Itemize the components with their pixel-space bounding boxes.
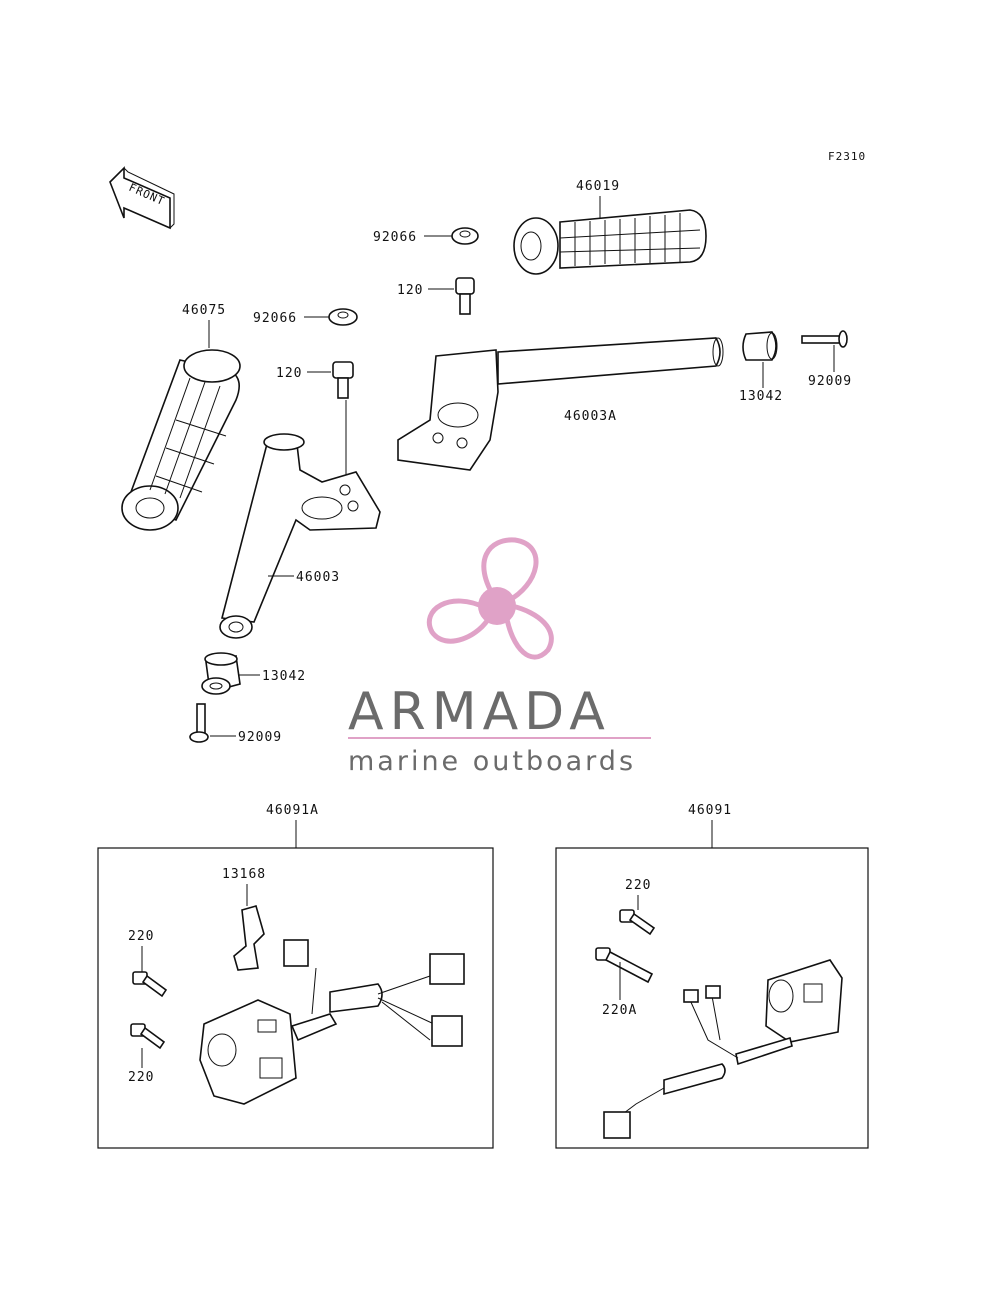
screw-220-left-top <box>132 971 168 998</box>
bolt-lower <box>332 361 354 399</box>
label-92009-right: 92009 <box>808 374 852 389</box>
screw-220-left-bottom <box>130 1023 166 1050</box>
label-13042-left: 13042 <box>262 669 306 684</box>
holder-13168 <box>233 905 265 971</box>
screw-220-right-top <box>619 909 656 936</box>
label-92009-left: 92009 <box>238 730 282 745</box>
weight-left <box>201 652 241 695</box>
figure-code: F2310 <box>828 150 866 163</box>
grip-left <box>121 349 241 531</box>
washer-upper <box>451 227 479 245</box>
label-46003: 46003 <box>296 570 340 585</box>
label-46003A: 46003A <box>564 409 617 424</box>
label-92066-lower: 92066 <box>253 311 297 326</box>
label-220A: 220A <box>602 1003 637 1018</box>
left-switch-box <box>97 847 494 1149</box>
label-46075: 46075 <box>182 303 226 318</box>
weight-right <box>742 331 778 361</box>
right-switch-box <box>555 847 869 1149</box>
grip-right <box>513 209 707 275</box>
screw-220A-right <box>595 947 654 984</box>
label-220-left-bottom: 220 <box>128 1070 154 1085</box>
label-13168: 13168 <box>222 867 266 882</box>
label-46091: 46091 <box>688 803 732 818</box>
armada-logo-icon <box>426 537 554 660</box>
handlebar-right <box>397 337 724 471</box>
label-46091A: 46091A <box>266 803 319 818</box>
brand-tagline: marine outboards <box>348 746 636 777</box>
screw-left <box>189 703 209 743</box>
screw-right <box>801 330 848 348</box>
handlebar-left <box>219 433 381 639</box>
label-220-right-top: 220 <box>625 878 651 893</box>
label-46019: 46019 <box>576 179 620 194</box>
washer-lower <box>328 308 358 326</box>
label-120-lower: 120 <box>276 366 302 381</box>
label-92066-upper: 92066 <box>373 230 417 245</box>
label-120-upper: 120 <box>397 283 423 298</box>
left-switch-housing <box>199 939 465 1105</box>
label-220-left-top: 220 <box>128 929 154 944</box>
label-13042-right: 13042 <box>739 389 783 404</box>
front-arrow-icon: FRONT <box>109 166 175 230</box>
brand-name: ARMADA <box>348 682 611 742</box>
bolt-upper <box>455 277 475 315</box>
right-switch-housing <box>603 959 843 1139</box>
